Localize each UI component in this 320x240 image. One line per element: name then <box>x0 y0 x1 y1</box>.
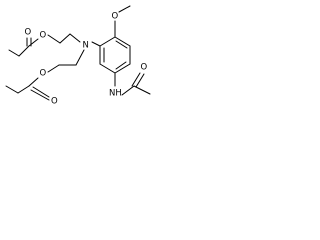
upper-carbonyl-oxygen-label: O <box>25 28 32 38</box>
lower-carbonyl-double-bond <box>32 86 50 98</box>
lower-ester-oxygen-label: O <box>40 69 47 79</box>
ring-double-bond <box>115 40 128 49</box>
lower-ester-bond <box>28 77 39 87</box>
ring-bond <box>99 36 116 47</box>
amide-carbonyl-double-bond <box>135 73 145 88</box>
upper-arm-bond <box>59 33 71 44</box>
amide-bond <box>121 85 135 96</box>
ring-bond <box>114 36 131 47</box>
ring-n-bond <box>91 41 101 47</box>
upper-arm-bond <box>69 33 81 43</box>
lower-arm-bond <box>75 49 85 66</box>
amide-methyl-bond <box>133 85 151 95</box>
ring-bond <box>99 63 116 74</box>
atom-labels: O N O O O O NH O <box>25 12 148 107</box>
methyl-bond <box>118 5 131 13</box>
ring-bond <box>114 63 131 74</box>
amide-carbonyl-double-bond <box>131 72 141 87</box>
amide-nh-label: NH <box>109 89 122 99</box>
amide-oxygen-label: O <box>141 63 148 73</box>
amine-nitrogen-label: N <box>83 41 89 51</box>
lower-chain-bond <box>5 85 19 94</box>
methoxy-oxygen-label: O <box>112 12 119 22</box>
ring-double-bond <box>115 61 127 70</box>
lower-arm-bond <box>47 64 60 73</box>
upper-arm-bond <box>47 34 61 44</box>
chemical-structure-diagram: O N O O O O NH O <box>5 5 151 107</box>
upper-chain-bond <box>18 45 30 57</box>
upper-ester-bond <box>28 38 39 47</box>
bond-lines <box>5 5 151 101</box>
upper-chain-bond <box>8 49 20 57</box>
lower-carbonyl-oxygen-label: O <box>51 97 58 107</box>
lower-carbonyl-double-bond <box>30 89 50 101</box>
upper-ester-oxygen-label: O <box>40 31 47 41</box>
lower-chain-bond <box>17 85 30 94</box>
